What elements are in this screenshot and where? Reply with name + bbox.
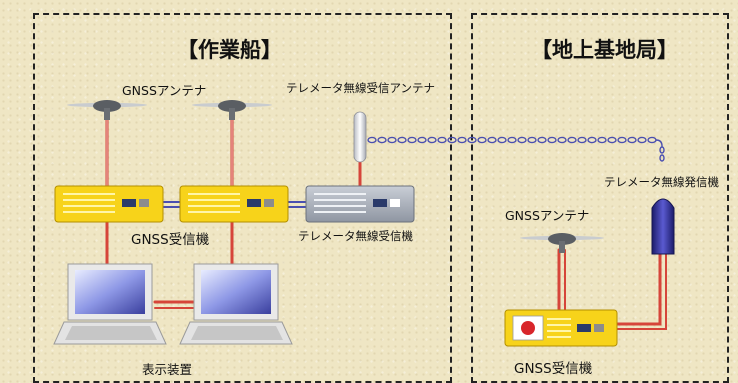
telemeter-antenna-icon	[353, 111, 367, 163]
laptop-icon	[53, 263, 167, 345]
laptop-icon	[179, 263, 293, 345]
label-ground-telemeter-transmitter: テレメータ無線発信機	[604, 175, 719, 189]
receiver-box-icon	[179, 185, 289, 223]
label-ship-gnss-receiver: GNSS受信機	[131, 232, 210, 248]
label-ship-gnss-antenna: GNSSアンテナ	[122, 83, 207, 98]
label-ship-display: 表示装置	[142, 362, 193, 377]
ship-region-title: 【作業船】	[177, 38, 282, 62]
label-ground-gnss-antenna: GNSSアンテナ	[505, 208, 590, 223]
label-ship-telemeter-antenna: テレメータ無線受信アンテナ	[286, 81, 436, 95]
label-ground-gnss-receiver: GNSS受信機	[514, 361, 593, 377]
cable-ground-transmitter	[612, 252, 662, 326]
gnss-antenna-icon	[67, 100, 147, 120]
wireless-link	[367, 136, 665, 162]
cables	[105, 116, 667, 330]
transmitter-icon	[651, 198, 675, 255]
label-ship-telemeter-receiver: テレメータ無線受信機	[298, 229, 413, 243]
receiver-box-icon	[54, 185, 164, 223]
receiver-box-icon	[504, 309, 618, 347]
gnss-antenna-icon	[192, 100, 272, 120]
telemeter-receiver-icon	[305, 185, 415, 223]
ground-region-title: 【地上基地局】	[531, 38, 678, 62]
gnss-antenna-icon	[520, 233, 604, 253]
